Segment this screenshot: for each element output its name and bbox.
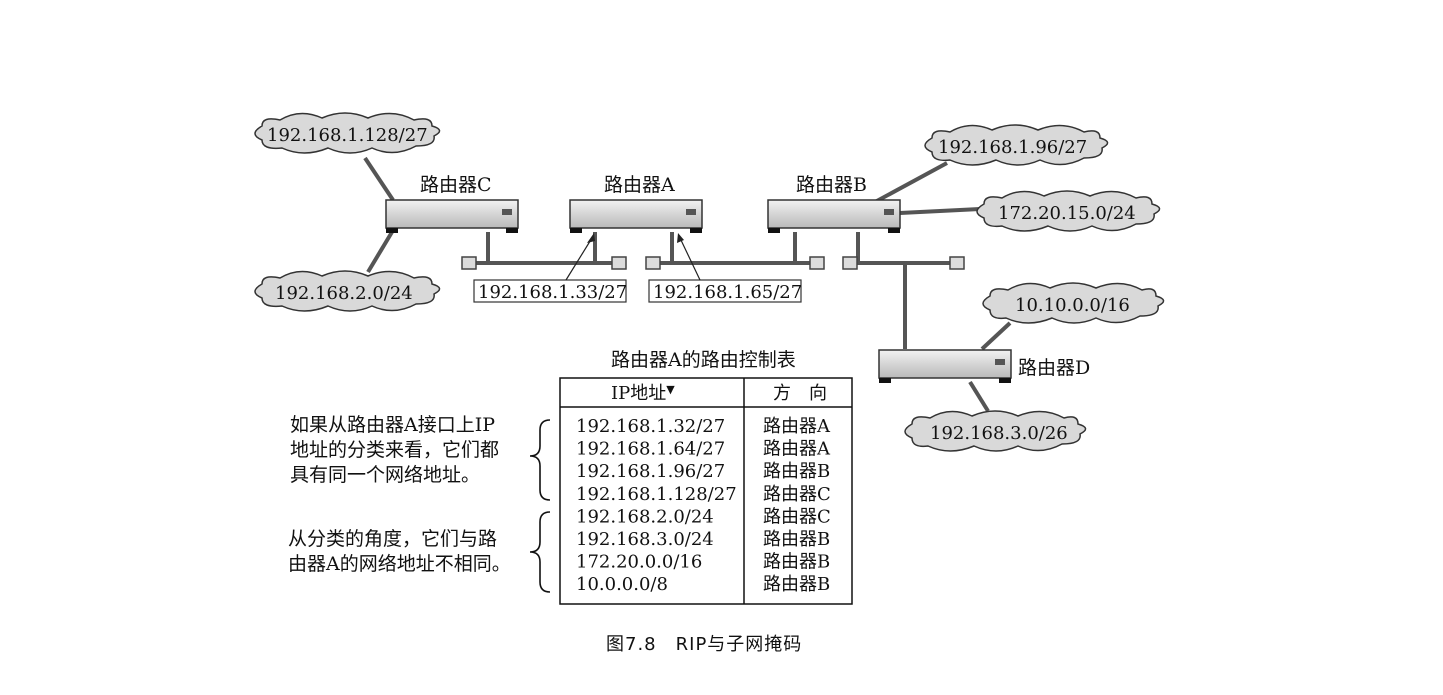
network-cloud-icon — [924, 124, 1109, 166]
network-cloud-icon — [982, 282, 1165, 324]
cloud-d-bottom: 192.168.3.0/26 — [904, 410, 1087, 452]
svg-text:10.10.0.0/16: 10.10.0.0/16 — [1015, 295, 1130, 316]
row-direction: 路由器B — [763, 552, 830, 573]
link-cloud-c-top — [363, 156, 395, 202]
row-direction: 路由器B — [763, 574, 830, 595]
terminator-icon — [809, 256, 825, 270]
table-row: 192.168.1.32/27 路由器A — [576, 416, 831, 437]
row-ip: 192.168.1.96/27 — [576, 461, 725, 482]
svg-text:192.168.3.0/26: 192.168.3.0/26 — [930, 423, 1068, 444]
row-ip: 192.168.3.0/24 — [576, 529, 714, 550]
row-direction: 路由器B — [763, 529, 830, 550]
interface-label-right: 192.168.1.65/27 — [648, 233, 802, 303]
svg-text:192.168.1.33/27: 192.168.1.33/27 — [478, 282, 627, 303]
brace-icon — [529, 511, 551, 593]
row-direction: 路由器C — [763, 506, 831, 527]
row-direction: 路由器C — [763, 484, 831, 505]
row-direction: 路由器A — [763, 416, 831, 437]
cloud-b-mid: 172.20.15.0/24 — [976, 190, 1161, 232]
sort-marker-icon: ▼ — [666, 383, 675, 396]
router-a-icon — [569, 199, 703, 233]
row-direction: 路由器B — [763, 461, 830, 482]
link-cloud-d-bottom — [968, 380, 990, 413]
row-ip: 172.20.0.0/16 — [576, 552, 702, 573]
network-cloud-icon — [976, 190, 1161, 232]
terminator-icon — [611, 256, 627, 270]
table-row: 192.168.2.0/24 路由器C — [576, 506, 831, 527]
svg-text:具有同一个网络地址。: 具有同一个网络地址。 — [290, 464, 480, 486]
header-ip: IP地址▼ — [611, 383, 675, 404]
link-cloud-b-mid — [899, 207, 981, 215]
header-direction: 方 向 — [773, 383, 827, 404]
svg-text:192.168.2.0/24: 192.168.2.0/24 — [275, 283, 413, 304]
ethernet-segment-3 — [842, 232, 965, 349]
table-row: 172.20.0.0/16 路由器B — [576, 552, 830, 573]
router-b-icon — [767, 199, 901, 233]
svg-text:192.168.1.65/27: 192.168.1.65/27 — [653, 282, 802, 303]
ethernet-segment-1 — [461, 232, 627, 270]
table-row: 192.168.1.64/27 路由器A — [576, 439, 831, 460]
row-direction: 路由器A — [763, 439, 831, 460]
row-ip: 192.168.2.0/24 — [576, 506, 714, 527]
row-ip: 192.168.1.128/27 — [576, 484, 737, 505]
row-ip: 192.168.1.64/27 — [576, 439, 725, 460]
svg-text:192.168.1.128/27: 192.168.1.128/27 — [267, 125, 428, 146]
router-b-label: 路由器B — [796, 174, 867, 196]
note-same-network: 如果从路由器A接口上IP 地址的分类来看，它们都 具有同一个网络地址。 — [290, 414, 551, 501]
router-d-icon — [878, 349, 1012, 383]
table-row: 192.168.1.96/27 路由器B — [576, 461, 830, 482]
link-cloud-d-top — [980, 321, 1012, 351]
svg-text:192.168.1.96/27: 192.168.1.96/27 — [938, 137, 1087, 158]
network-cloud-icon — [254, 112, 441, 154]
links — [363, 156, 1012, 413]
router-c-icon — [385, 199, 519, 233]
router-a-label: 路由器A — [604, 174, 675, 196]
ethernet-segment-2 — [645, 232, 825, 270]
row-ip: 10.0.0.0/8 — [576, 574, 668, 595]
cloud-b-top: 192.168.1.96/27 — [924, 124, 1109, 166]
svg-text:由器A的网络地址不相同。: 由器A的网络地址不相同。 — [288, 553, 511, 575]
brace-icon — [529, 419, 551, 501]
router-d-label: 路由器D — [1018, 357, 1090, 379]
arrow-head-icon — [677, 233, 684, 243]
row-ip: 192.168.1.32/27 — [576, 416, 725, 437]
note-different-network: 从分类的角度，它们与路 由器A的网络地址不相同。 — [288, 511, 551, 593]
terminator-icon — [461, 256, 477, 270]
network-cloud-icon — [904, 410, 1087, 452]
terminator-icon — [842, 256, 858, 270]
table-title: 路由器A的路由控制表 — [611, 349, 796, 371]
arrow-head-icon — [587, 233, 595, 243]
svg-text:172.20.15.0/24: 172.20.15.0/24 — [998, 203, 1136, 224]
table-row: 192.168.1.128/27 路由器C — [576, 484, 831, 505]
terminator-icon — [949, 256, 965, 270]
router-c-label: 路由器C — [420, 174, 492, 196]
cloud-c-top: 192.168.1.128/27 — [254, 112, 441, 154]
terminator-icon — [645, 256, 661, 270]
table-row: 192.168.3.0/24 路由器B — [576, 529, 830, 550]
svg-text:地址的分类来看，它们都: 地址的分类来看，它们都 — [290, 439, 499, 461]
link-cloud-b-top — [874, 161, 948, 204]
svg-text:如果从路由器A接口上IP: 如果从路由器A接口上IP — [290, 414, 495, 436]
link-cloud-c-bottom — [366, 230, 394, 274]
cloud-d-top: 10.10.0.0/16 — [982, 282, 1165, 324]
cloud-c-bottom: 192.168.2.0/24 — [254, 270, 441, 312]
network-cloud-icon — [254, 270, 441, 312]
svg-text:从分类的角度，它们与路: 从分类的角度，它们与路 — [288, 528, 497, 550]
interface-label-left: 192.168.1.33/27 — [473, 233, 627, 303]
figure-caption: 图7.8 RIP与子网掩码 — [606, 634, 802, 655]
table-row: 10.0.0.0/8 路由器B — [576, 574, 830, 595]
